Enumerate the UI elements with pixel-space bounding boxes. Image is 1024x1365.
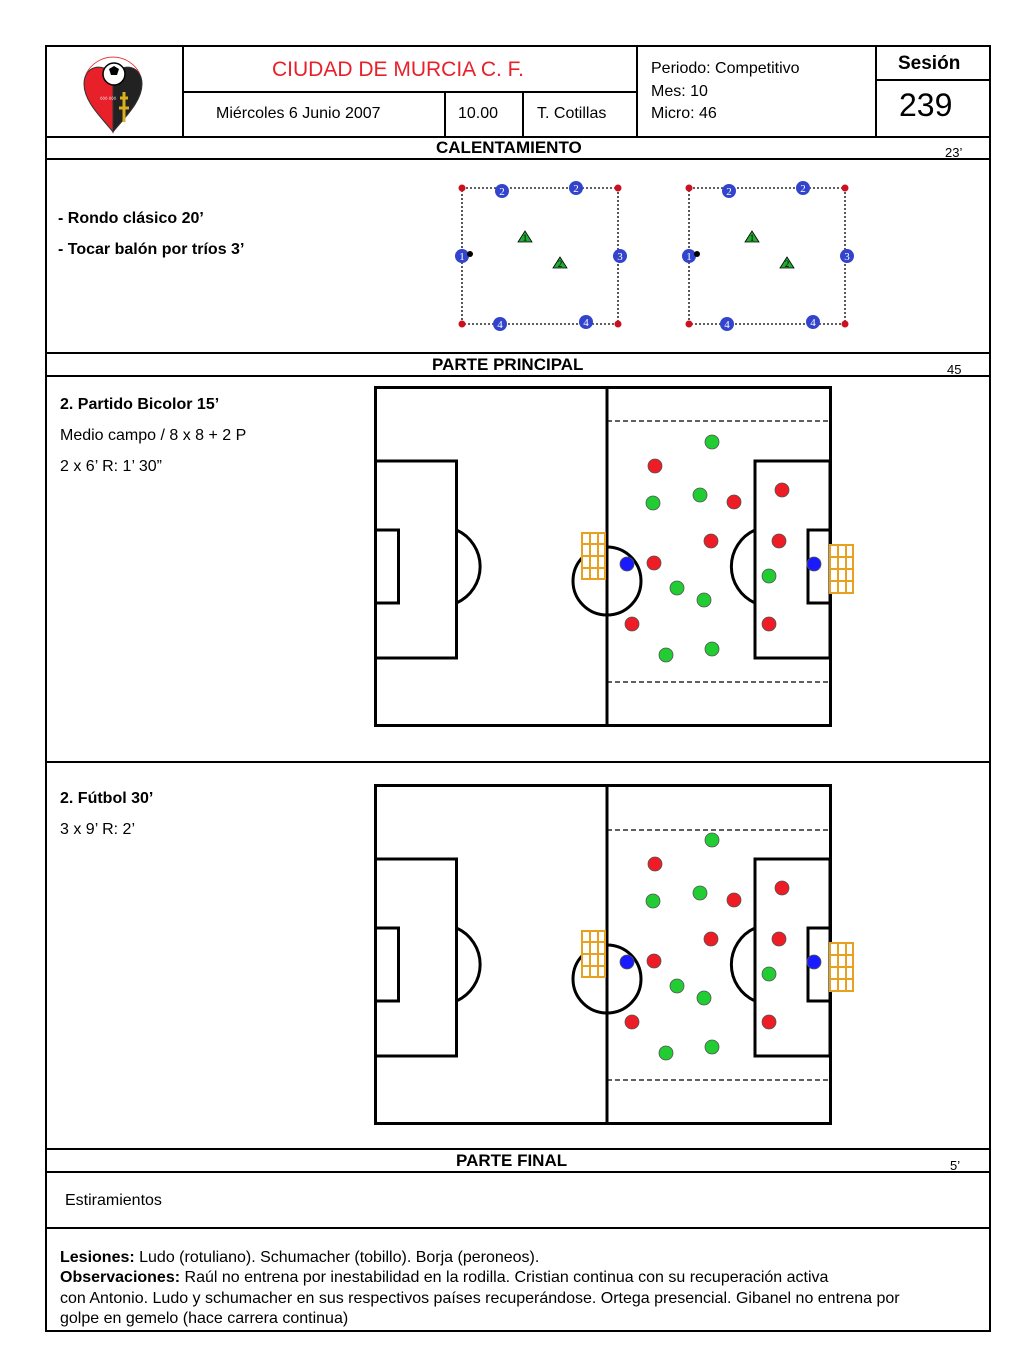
injuries-label: Lesiones:	[60, 1249, 135, 1266]
rondo-diagram-1: 2 2 1 3 4 4 1 2	[455, 181, 627, 331]
section-divider	[45, 1171, 991, 1173]
svg-text:2: 2	[558, 259, 563, 269]
club-logo: ◊◊◊ ◊◊◊	[83, 56, 143, 134]
section-divider	[45, 375, 991, 377]
header-divider	[444, 91, 446, 137]
cone-icon	[614, 320, 622, 328]
svg-text:1: 1	[750, 233, 755, 243]
goal-icon	[829, 544, 854, 594]
session-date: Miércoles 6 Junio 2007	[216, 105, 381, 122]
month-label: Mes: 10	[651, 83, 708, 100]
observations-line: golpe en gemelo (hace carrera continua)	[60, 1310, 349, 1327]
session-number: 239	[899, 87, 953, 123]
section-divider	[45, 1148, 991, 1150]
exercise2-title: 2. Fútbol 30’	[60, 790, 154, 807]
exercise2-line: 3 x 9’ R: 2’	[60, 821, 135, 838]
pitch-diagram-2	[374, 784, 854, 1125]
exercise1-title: 2. Partido Bicolor 15’	[60, 396, 220, 413]
main-title: PARTE PRINCIPAL	[432, 355, 584, 374]
cone-icon	[841, 184, 849, 192]
goal-icon	[581, 532, 606, 580]
goal-icon	[581, 930, 606, 978]
goal-icon	[829, 942, 854, 992]
ball-icon	[467, 251, 473, 257]
warmup-item: - Tocar balón por tríos 3’	[58, 241, 245, 258]
exercise1-line: 2 x 6’ R: 1’ 30”	[60, 458, 162, 475]
player-marker	[619, 832, 822, 1061]
section-divider	[45, 761, 991, 763]
observations-line: Observaciones: Raúl no entrena por inest…	[60, 1269, 828, 1287]
period-label: Periodo: Competitivo	[651, 60, 800, 77]
cone-icon	[685, 184, 693, 192]
svg-text:2: 2	[499, 186, 505, 198]
observations-label: Observaciones:	[60, 1269, 181, 1286]
cone-icon	[458, 184, 466, 192]
club-title: CIUDAD DE MURCIA C. F.	[272, 58, 525, 81]
header-divider	[875, 79, 991, 81]
cone-icon	[458, 320, 466, 328]
header-divider	[636, 45, 638, 137]
section-divider	[45, 352, 991, 354]
svg-text:◊◊◊ ◊◊◊: ◊◊◊ ◊◊◊	[100, 96, 117, 102]
warmup-title: CALENTAMIENTO	[436, 138, 582, 157]
header-divider	[875, 45, 877, 137]
section-divider	[45, 1227, 991, 1229]
defender-triangle: 1 2	[744, 230, 795, 269]
rondo-player: 2 2 1 3 4 4	[455, 181, 627, 331]
svg-text:4: 4	[497, 319, 503, 331]
svg-text:2: 2	[800, 183, 806, 195]
svg-text:4: 4	[810, 317, 816, 329]
final-content: Estiramientos	[65, 1192, 162, 1209]
session-time: 10.00	[458, 105, 499, 122]
svg-text:1: 1	[523, 233, 528, 243]
section-divider	[45, 158, 991, 160]
defender-triangle: 1 2	[517, 230, 568, 269]
pitch-diagram-1	[374, 386, 854, 727]
observations-text: Raúl no entrena por inestabilidad en la …	[180, 1269, 829, 1286]
cone-icon	[841, 320, 849, 328]
svg-text:1: 1	[686, 251, 692, 263]
final-title: PARTE FINAL	[456, 1151, 568, 1170]
svg-text:2: 2	[573, 183, 579, 195]
injuries-line: Lesiones: Ludo (rotuliano). Schumacher (…	[60, 1249, 539, 1267]
warmup-duration: 23’	[945, 145, 963, 160]
session-label: Sesión	[898, 53, 961, 74]
rondo-diagram-2: 2 2 1 3 4 4 1 2	[682, 181, 854, 331]
injuries-text: Ludo (rotuliano). Schumacher (tobillo). …	[134, 1249, 540, 1266]
header-divider	[182, 91, 637, 93]
svg-text:2: 2	[726, 186, 732, 198]
cone-icon	[614, 184, 622, 192]
warmup-item: - Rondo clásico 20’	[58, 210, 204, 227]
header-divider	[522, 91, 524, 137]
cone-icon	[685, 320, 693, 328]
svg-text:3: 3	[844, 251, 850, 263]
session-coach: T. Cotillas	[537, 105, 607, 122]
main-duration: 45	[947, 362, 962, 377]
svg-text:4: 4	[724, 319, 730, 331]
svg-text:1: 1	[459, 251, 465, 263]
session-sheet	[45, 45, 991, 1332]
player-marker	[619, 434, 822, 663]
ball-icon	[694, 251, 700, 257]
svg-text:3: 3	[617, 251, 623, 263]
header-bottom	[45, 136, 991, 138]
svg-text:2: 2	[785, 259, 790, 269]
final-duration: 5’	[950, 1158, 961, 1173]
logo-shield-left	[83, 66, 114, 134]
micro-label: Micro: 46	[651, 105, 717, 122]
rondo-player: 2 2 1 3 4 4	[682, 181, 854, 331]
svg-text:4: 4	[583, 317, 589, 329]
exercise1-line: Medio campo / 8 x 8 + 2 P	[60, 427, 247, 444]
observations-line: con Antonio. Ludo y schumacher en sus re…	[60, 1290, 900, 1307]
